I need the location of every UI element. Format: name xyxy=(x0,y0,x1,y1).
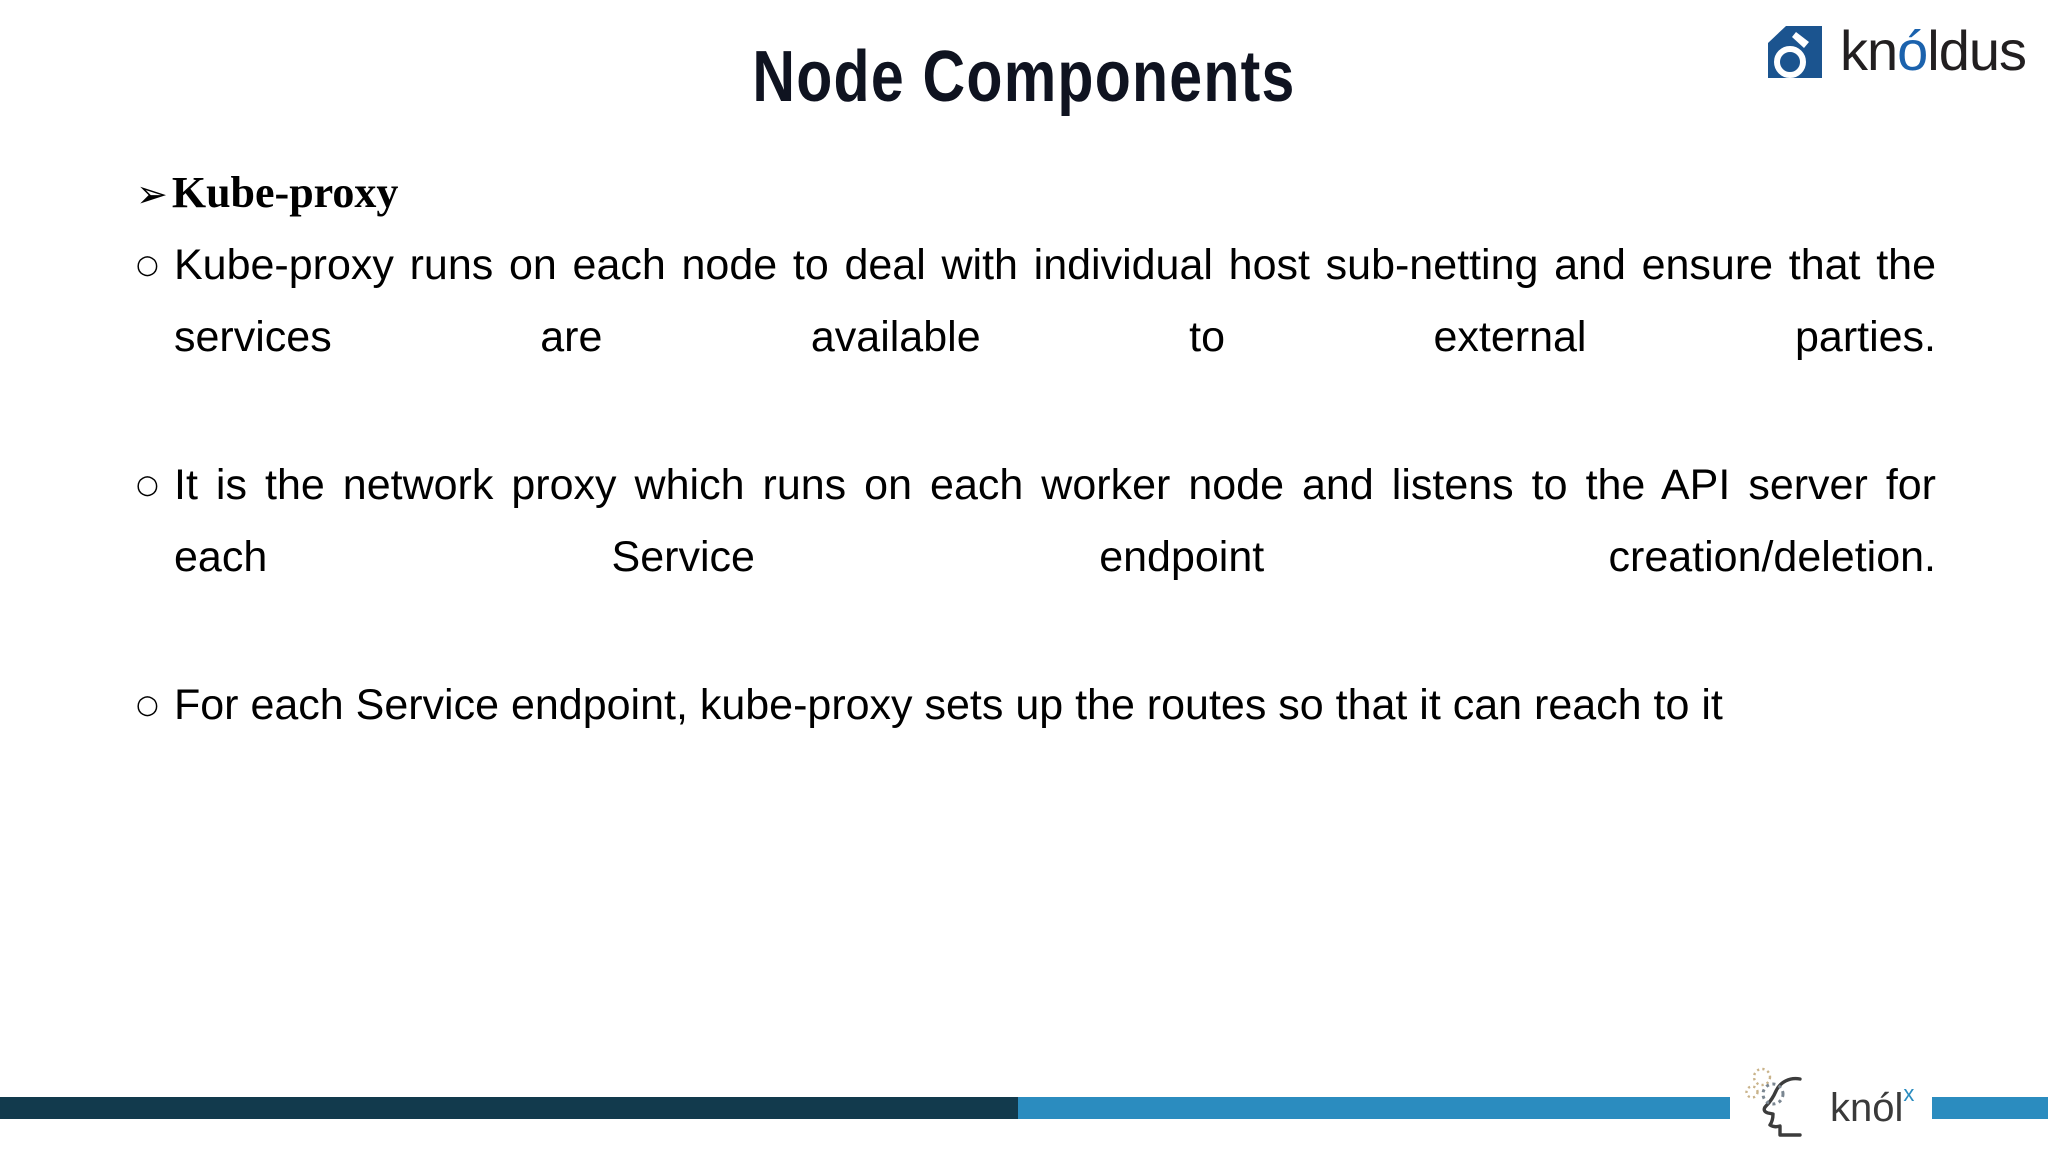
knoldus-logo-mark-icon xyxy=(1764,20,1826,82)
list-item: ○ For each Service endpoint, kube-proxy … xyxy=(136,669,1936,741)
section-heading: ➢ Kube-proxy xyxy=(136,168,1936,219)
knolx-head-icon xyxy=(1742,1063,1828,1141)
list-item-text: It is the network proxy which runs on ea… xyxy=(174,460,1936,581)
wordmark-part-1: kn xyxy=(1839,19,1898,82)
content-body: ➢ Kube-proxy ○ Kube-proxy runs on each n… xyxy=(136,168,1936,745)
footer-bar-dark-segment xyxy=(0,1097,1018,1119)
list-item-text: Kube-proxy runs on each node to deal wit… xyxy=(174,240,1936,361)
knolx-wordmark-superscript: x xyxy=(1903,1080,1915,1106)
arrow-bullet-icon: ➢ xyxy=(136,172,168,216)
circle-bullet-icon: ○ xyxy=(136,469,159,500)
knolx-logo: knólx xyxy=(1736,1060,1932,1144)
circle-bullet-icon: ○ xyxy=(136,689,159,720)
list-item: ○ It is the network proxy which runs on … xyxy=(136,449,1936,665)
footer-bar xyxy=(0,1097,2048,1119)
footer-bar-light-segment xyxy=(1018,1097,1730,1119)
page-title: Node Components xyxy=(752,37,1296,117)
knolx-wordmark-label: knól xyxy=(1830,1086,1904,1130)
wordmark-part-2: ldus xyxy=(1927,19,2027,82)
wordmark-accent-o: ó xyxy=(1897,19,1928,82)
list-item: ○ Kube-proxy runs on each node to deal w… xyxy=(136,229,1936,445)
bullet-list: ○ Kube-proxy runs on each node to deal w… xyxy=(136,229,1936,741)
list-item-text: For each Service endpoint, kube-proxy se… xyxy=(174,680,1723,729)
footer-bar-light-segment-right xyxy=(1922,1097,2048,1119)
knolx-wordmark: knólx xyxy=(1830,1082,1914,1130)
circle-bullet-icon: ○ xyxy=(136,249,159,280)
section-heading-label: Kube-proxy xyxy=(171,168,399,217)
